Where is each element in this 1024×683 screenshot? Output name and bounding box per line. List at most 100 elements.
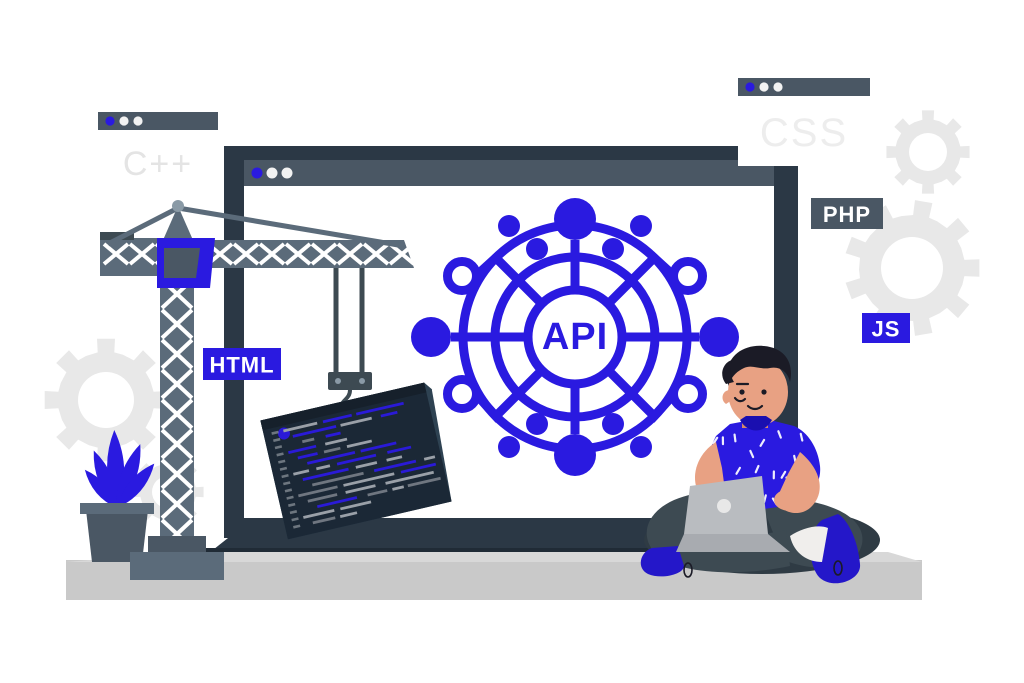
api-network-graphic: API xyxy=(411,198,739,476)
badge-php[interactable]: PHP xyxy=(811,198,883,229)
window-dot-white-1[interactable] xyxy=(119,116,129,126)
jib-brace xyxy=(128,242,156,266)
gear-right-large xyxy=(845,200,980,336)
mast-brace xyxy=(160,458,194,490)
code-line-segment xyxy=(400,462,437,474)
eye-left xyxy=(739,389,745,395)
code-line-segment xyxy=(312,516,336,525)
shoe-lace-loop xyxy=(683,562,693,578)
shirt-dash xyxy=(754,464,760,474)
shirt-dash xyxy=(735,466,742,475)
shirt-collar xyxy=(740,416,772,431)
code-gutter-tick xyxy=(279,466,288,471)
code-line-segment xyxy=(343,472,395,487)
node-top-right xyxy=(669,257,707,295)
node-bottom-left xyxy=(443,375,481,413)
code-gutter-tick xyxy=(281,473,289,479)
jib-brace xyxy=(284,242,312,266)
node-right xyxy=(699,317,739,357)
window-dot-blue[interactable] xyxy=(745,82,755,92)
code-line-segment xyxy=(355,401,404,416)
code-gutter-tick xyxy=(271,430,279,435)
construction-crane xyxy=(100,200,416,580)
code-line-segment xyxy=(324,437,348,446)
plant-pot-rim xyxy=(80,503,154,514)
api-decor-dots xyxy=(498,215,652,458)
window-cpp[interactable]: C++ xyxy=(98,112,218,194)
code-line-segment xyxy=(346,439,373,449)
node-bottom-right xyxy=(669,375,707,413)
window-titlebar xyxy=(98,112,218,130)
badge-js[interactable]: JS xyxy=(862,313,910,343)
plant-leaf-2 xyxy=(116,444,141,508)
mast-brace xyxy=(160,398,194,430)
badge-label: HTML xyxy=(209,353,274,378)
window-body xyxy=(738,96,870,166)
jib-brace xyxy=(232,242,260,266)
shirt-dash xyxy=(721,436,725,446)
code-gutter-tick xyxy=(289,510,298,515)
window-language-label: C++ xyxy=(123,145,193,183)
code-line-segment xyxy=(392,485,405,491)
code-line-segment xyxy=(301,437,315,444)
crane-tie-cable-right xyxy=(177,205,405,249)
gear-hub xyxy=(78,372,134,428)
code-line-segment xyxy=(339,511,358,518)
window-dot-white-2[interactable] xyxy=(773,82,783,92)
gears-decoration xyxy=(44,110,980,528)
code-line-segment xyxy=(325,431,341,438)
gear-hub xyxy=(909,133,947,171)
shirt-dash xyxy=(733,433,737,443)
shoe-left xyxy=(640,546,684,577)
ear xyxy=(722,390,732,404)
code-line-segment xyxy=(360,441,397,453)
jib-brace xyxy=(362,242,390,266)
code-line-segment xyxy=(387,445,412,454)
laptop-base xyxy=(676,534,790,552)
code-line-segment xyxy=(316,464,331,471)
window-dot-white-1[interactable] xyxy=(266,167,278,179)
crane-pulley-pin-left xyxy=(335,378,341,384)
badge-background xyxy=(862,313,910,343)
window-dot-white-2[interactable] xyxy=(281,167,293,179)
code-gutter-tick xyxy=(274,445,283,450)
window-css[interactable]: CSS xyxy=(738,78,870,166)
language-window-cards: C++ CSS xyxy=(98,78,870,194)
decor-dot-8 xyxy=(602,413,624,435)
hair-tuft xyxy=(722,360,734,384)
shirt-dash xyxy=(759,438,766,447)
window-dot-blue[interactable] xyxy=(105,116,115,126)
plant-leaf-4 xyxy=(117,463,155,508)
code-gutter-tick xyxy=(293,524,301,529)
shirt-dash xyxy=(799,432,804,442)
plant-pot xyxy=(86,510,148,562)
mast-brace xyxy=(160,308,194,340)
crane-cab-window xyxy=(164,248,200,278)
shirt-dash xyxy=(712,436,719,445)
jib-brace xyxy=(388,242,416,266)
window-dot-white-1[interactable] xyxy=(759,82,769,92)
floating-code-editor[interactable] xyxy=(260,381,457,540)
code-line-segment xyxy=(380,410,398,418)
code-editor-titlebar xyxy=(260,382,427,431)
hair xyxy=(727,345,791,386)
cheek-line xyxy=(733,396,747,403)
code-lines xyxy=(271,401,441,529)
crane-base-lower xyxy=(130,552,224,580)
shirt-dash xyxy=(749,449,755,459)
badge-html[interactable]: HTML xyxy=(203,348,281,380)
window-dot-white-2[interactable] xyxy=(133,116,143,126)
language-badges: HTML PHP JS xyxy=(203,198,910,380)
code-gutter-tick xyxy=(273,437,281,443)
code-gutter-tick xyxy=(291,517,299,522)
code-line-segment xyxy=(386,455,403,462)
node-bottom xyxy=(554,434,596,476)
gear-right-small xyxy=(886,110,970,194)
window-dot-blue[interactable] xyxy=(251,167,263,179)
code-gutter-tick xyxy=(284,488,293,493)
decor-dot-2 xyxy=(630,215,652,237)
decor-dot-5 xyxy=(498,436,520,458)
code-line-segment xyxy=(288,444,317,454)
